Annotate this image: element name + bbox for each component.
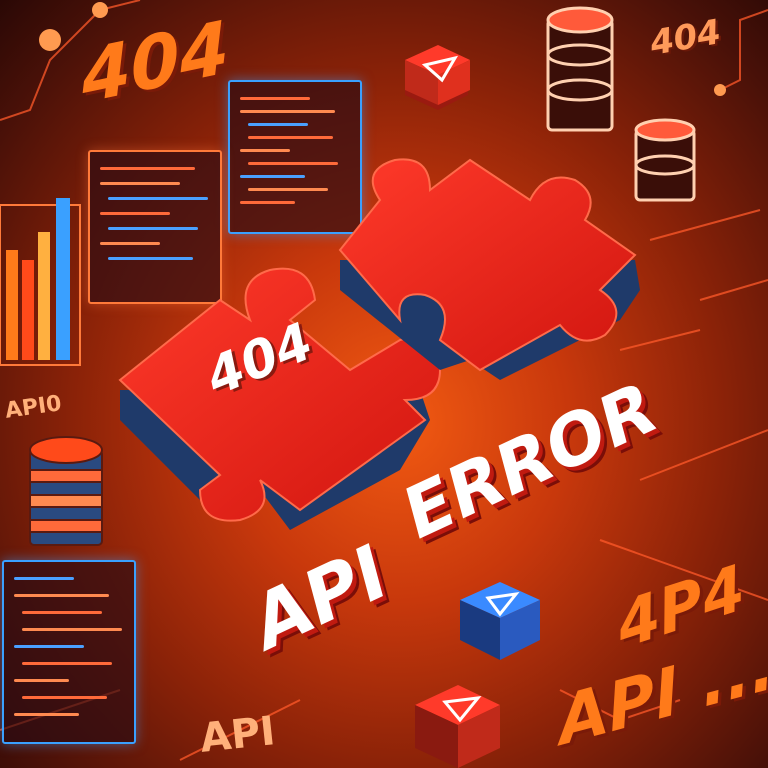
code-panel-left: [88, 150, 222, 304]
code-panel-bottom-left: [2, 560, 136, 744]
database-icon-left: [29, 436, 103, 546]
code-panel-top: [228, 80, 362, 234]
play-button-icon-bottom: [415, 685, 500, 768]
database-icon-right: [634, 118, 696, 202]
puzzle-piece-icon: [338, 158, 637, 372]
label-api-bottom: API: [197, 708, 278, 762]
play-button-icon-top: [405, 45, 470, 110]
play-button-icon-blue: [460, 582, 540, 660]
database-icon-top: [546, 6, 614, 132]
